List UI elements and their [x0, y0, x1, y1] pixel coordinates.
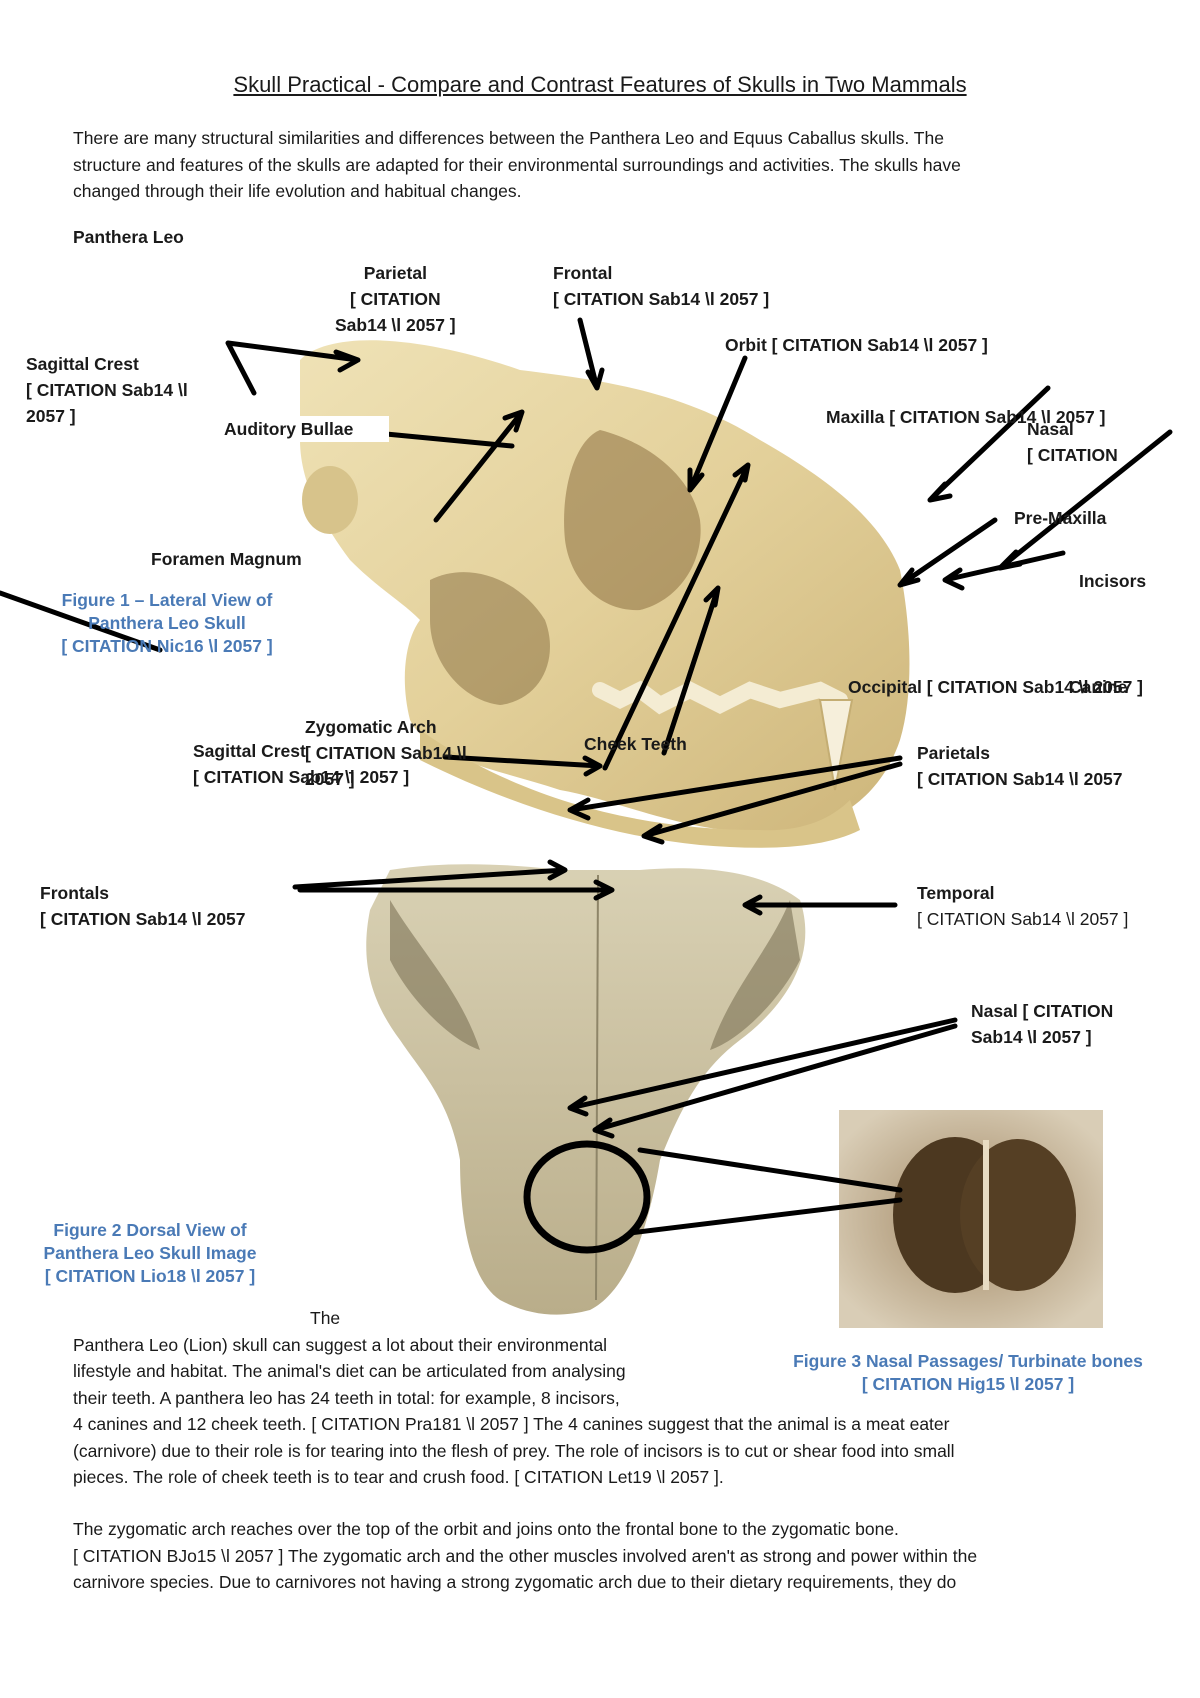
label-line: 2057 ] [26, 406, 76, 426]
body-paragraph-2: The zygomatic arch reaches over the top … [73, 1516, 1173, 1596]
label-canine: Canine [1069, 677, 1128, 697]
label-arrows [0, 317, 1173, 1236]
turbinate-right [960, 1139, 1076, 1291]
label-line: Parietal [363, 263, 427, 283]
figure-3-caption: Figure 3 Nasal Passages/ Turbinate bones… [758, 1350, 1178, 1396]
body-line: lifestyle and habitat. The animal's diet… [73, 1361, 626, 1381]
label-line: Frontal [553, 263, 613, 283]
label-line: Parietals [917, 743, 990, 763]
body-line: The [310, 1308, 341, 1328]
figure-1-caption: Figure 1 – Lateral View of Panthera Leo … [42, 589, 292, 658]
skull-dorsal-shape [366, 864, 806, 1315]
label-temporal: Temporal [ CITATION Sab14 \l 2057 ] [917, 880, 1128, 932]
body-line: pieces. The role of cheek teeth is to te… [73, 1467, 724, 1487]
caption-line: Figure 3 Nasal Passages/ Turbinate bones [793, 1351, 1143, 1371]
label-line: [ CITATION [349, 289, 441, 309]
label-incisors: Incisors [1079, 571, 1147, 591]
caption-line: Figure 2 Dorsal View of [53, 1220, 247, 1240]
label-line: [ CITATION Sab14 \l [26, 380, 188, 400]
caption-line: Panthera Leo Skull Image [43, 1243, 257, 1263]
label-nasal: Nasal [ CITATION [1027, 416, 1118, 468]
figure-2-caption: Figure 2 Dorsal View of Panthera Leo Sku… [20, 1219, 280, 1288]
label-parietal: Parietal [ CITATION Sab14 \l 2057 ] [335, 260, 456, 338]
label-pre-maxilla: Pre-Maxilla [1014, 508, 1107, 528]
label-orbit: Orbit [ CITATION Sab14 \l 2057 ] [725, 335, 988, 355]
label-occipital: Occipital [ CITATION Sab14 \l 2057 ] [848, 677, 1143, 697]
right-orbit [710, 900, 800, 1050]
caption-line: [ CITATION Nic16 \l 2057 ] [61, 636, 273, 656]
caption-line: [ CITATION Lio18 \l 2057 ] [44, 1266, 256, 1286]
label-cheek-teeth: Cheek Teeth [584, 734, 687, 754]
label-maxilla: Maxilla [ CITATION Sab14 \l 2057 ] [826, 407, 1106, 427]
body-line: (carnivore) due to their role is for tea… [73, 1440, 955, 1461]
label-line: [ CITATION Sab14 \l 2057 [917, 769, 1123, 789]
label-line: Frontals [40, 883, 110, 903]
body-line: carnivore species. Due to carnivores not… [73, 1572, 957, 1592]
upper-canine [818, 699, 854, 791]
label-line: Sagittal Crest [26, 354, 139, 374]
label-sagittal-crest: Sagittal Crest [ CITATION Sab14 \l 2057 … [26, 351, 188, 429]
label-line: [ CITATION [1027, 445, 1118, 465]
label-line: Sagittal Crest [193, 741, 306, 761]
label-sagittal-crest-2: Sagittal Crest [ CITATION Sab14 \l 2057 … [193, 738, 409, 790]
label-line: Nasal [1027, 419, 1074, 439]
label-line: [ CITATION Sab14 \l 2057 ] [553, 289, 770, 309]
label-frontals: Frontals [ CITATION Sab14 \l 2057 [40, 880, 246, 932]
intro-paragraph: There are many structural similarities a… [73, 125, 961, 205]
label-foramen-magnum: Foramen Magnum [151, 549, 302, 569]
sagittal-suture [595, 874, 599, 1301]
label-line: [ CITATION Sab14 \l 2057 ] [917, 909, 1129, 929]
zygomatic-fossa [430, 572, 550, 705]
auditory-bulla [302, 466, 358, 534]
label-frontal: Frontal [ CITATION Sab14 \l 2057 ] [553, 260, 769, 312]
label-line: Nasal [ CITATION [971, 1001, 1114, 1021]
caption-line: [ CITATION Hig15 \l 2057 ] [861, 1374, 1075, 1394]
body-line: their teeth. A panthera leo has 24 teeth… [73, 1387, 620, 1408]
label-nasal-dorsal: Nasal [ CITATION Sab14 \l 2057 ] [971, 998, 1113, 1050]
label-line: Zygomatic Arch [305, 717, 437, 737]
label-auditory-bullae: Auditory Bullae [218, 416, 390, 442]
body-line: [ CITATION BJo15 \l 2057 ] The zygomatic… [73, 1545, 978, 1566]
label-line: 2057 ] [305, 769, 355, 789]
caption-line: Panthera Leo Skull [88, 613, 246, 633]
nasal-highlight-circle [523, 1140, 651, 1254]
label-line: Sab14 \l 2057 ] [971, 1027, 1092, 1047]
label-parietals: Parietals [ CITATION Sab14 \l 2057 [917, 740, 1123, 792]
section-heading: Panthera Leo [73, 227, 184, 247]
caption-line: Figure 1 – Lateral View of [61, 590, 273, 610]
label-line: [ CITATION Sab14 \l [305, 743, 467, 763]
mandible [420, 730, 860, 848]
body-line: The zygomatic arch reaches over the top … [73, 1519, 899, 1539]
label-line: Sab14 \l 2057 ] [335, 315, 456, 335]
label-line: Temporal [917, 883, 995, 903]
intro-line: There are many structural similarities a… [73, 128, 944, 148]
left-orbit [390, 900, 480, 1050]
label-line: [ CITATION Sab14 \l 2057 ] [193, 767, 410, 787]
body-line: 4 canines and 12 cheek teeth. [ CITATION… [73, 1414, 950, 1434]
label-line: [ CITATION Sab14 \l 2057 [40, 909, 246, 929]
document-title: Skull Practical - Compare and Contrast F… [233, 72, 967, 97]
body-paragraph-1: The Panthera Leo (Lion) skull can sugges… [73, 1305, 1133, 1491]
orbit-cavity [564, 430, 701, 611]
label-zygomatic-arch: Zygomatic Arch [ CITATION Sab14 \l 2057 … [305, 714, 467, 792]
upper-teeth [592, 680, 848, 715]
intro-line: changed through their life evolution and… [73, 181, 522, 201]
intro-line: structure and features of the skulls are… [73, 154, 961, 175]
body-line: Panthera Leo (Lion) skull can suggest a … [73, 1334, 608, 1355]
